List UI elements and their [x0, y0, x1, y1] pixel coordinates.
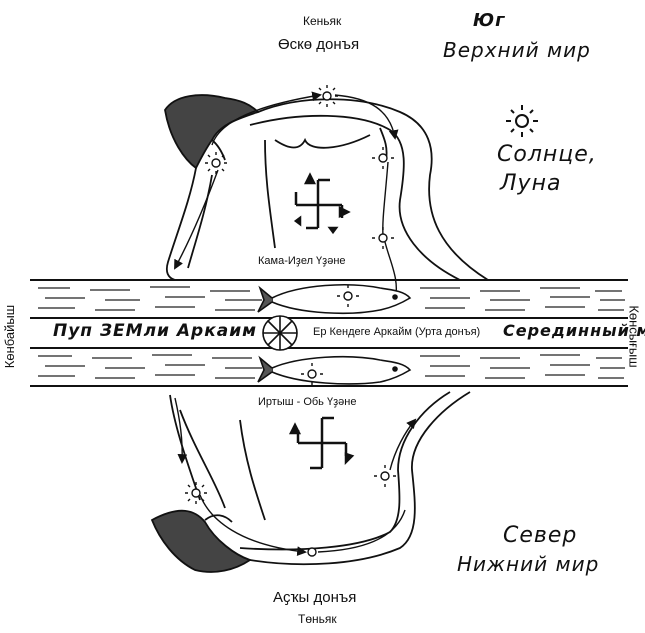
- dot-icon: [308, 548, 316, 556]
- sun-moon-label-1: Солнце,: [497, 144, 597, 166]
- upper-world-label: Верхний мир: [443, 40, 591, 60]
- bottom-label: Төньяк: [298, 613, 337, 625]
- fish-upper: [258, 285, 410, 313]
- lower-sun-cross-icon: [291, 418, 352, 468]
- big-sun-icon: [506, 105, 538, 137]
- upper-sun-cross-icon: [296, 175, 348, 232]
- navel-label: Пуп ЗЕМли Аркаим: [53, 323, 257, 340]
- middle-world-label: Серединный мир: [503, 323, 645, 339]
- sun-moon-label-2: Луна: [500, 173, 561, 195]
- east-label: Көнсығыш: [627, 305, 642, 367]
- west-label: Көнбайыш: [2, 305, 17, 368]
- lower-world-bash-label: Аҫҡы донъя: [273, 590, 356, 605]
- sun-icon: [372, 147, 394, 169]
- south-label: Юг: [473, 12, 506, 30]
- lower-world-label: Нижний мир: [457, 554, 599, 574]
- fish-lower: [258, 357, 410, 384]
- north-label: Север: [503, 525, 577, 547]
- upper-river-label: Кама-Иҙел Үҙәне: [258, 256, 346, 267]
- lower-figure: [152, 392, 470, 572]
- sun-icon: [205, 152, 227, 174]
- sun-icon: [316, 85, 338, 107]
- top-label: Кеньяк: [303, 15, 341, 27]
- wheel-icon: [263, 316, 297, 350]
- lower-river-label: Иртыш - Обь Үҙәне: [258, 397, 356, 408]
- middle-bash-label: Ер Кендеге Аркайм (Урта донъя): [313, 327, 480, 338]
- upper-world-bash-label: Өскө донъя: [278, 37, 359, 52]
- sun-icon: [374, 465, 396, 487]
- sun-icon: [185, 482, 207, 504]
- upper-figure: [165, 95, 488, 280]
